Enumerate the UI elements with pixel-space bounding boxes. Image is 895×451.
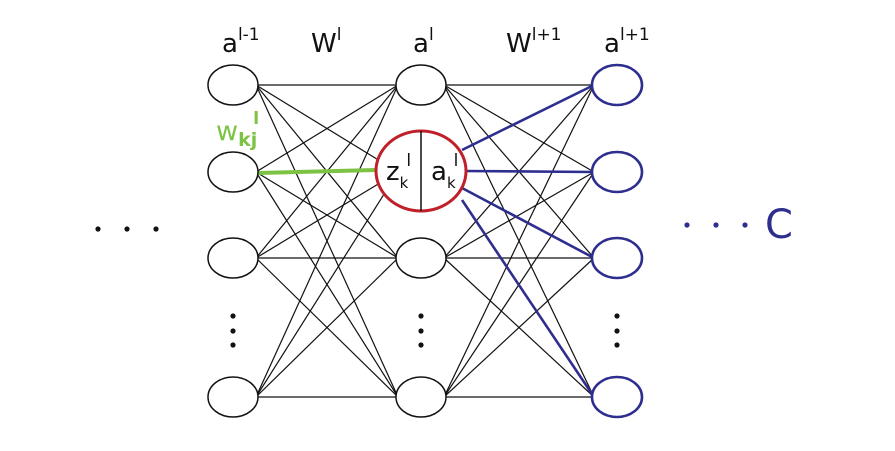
- horizontal-ellipsis-dot-right: [713, 222, 719, 228]
- node-layer: [207, 63, 644, 419]
- label-activation-l: al: [413, 25, 434, 59]
- edge-output-highlighted: [461, 169, 595, 174]
- vertical-ellipsis-dot: [230, 313, 236, 319]
- label-cost: C: [765, 202, 793, 248]
- edge-layer: [255, 83, 596, 398]
- label-weight-l: Wl: [311, 25, 341, 59]
- edge-output-highlighted: [461, 186, 595, 260]
- neuron-prev-layer: [207, 237, 259, 279]
- neuron-next-layer: [590, 375, 644, 419]
- horizontal-ellipsis-dot-right: [742, 222, 748, 228]
- edge-current-to-next: [443, 171, 595, 259]
- neuron-next-layer: [590, 150, 644, 194]
- vertical-ellipsis-dot: [418, 328, 424, 334]
- edge-output-highlighted: [461, 83, 595, 152]
- edge-prev-to-current: [255, 84, 399, 398]
- neuron-current-layer: [395, 237, 447, 279]
- edge-output-highlighted: [460, 199, 596, 398]
- vertical-ellipsis-dot: [230, 328, 236, 334]
- neuron-current-layer: [395, 64, 447, 106]
- edge-weight-highlighted: [257, 168, 377, 175]
- ellipsis-layer: [95, 222, 748, 348]
- horizontal-ellipsis-dot-left: [95, 226, 101, 232]
- vertical-ellipsis-dot: [230, 342, 236, 348]
- neuron-next-layer: [590, 63, 644, 107]
- horizontal-ellipsis-dot-left: [124, 226, 130, 232]
- vertical-ellipsis-dot: [614, 342, 620, 348]
- edge-prev-to-current: [255, 171, 399, 259]
- edge-current-to-next: [443, 84, 595, 173]
- vertical-ellipsis-dot: [418, 342, 424, 348]
- label-a-k: akl: [431, 151, 458, 192]
- edge-prev-to-current: [255, 84, 399, 173]
- vertical-ellipsis-dot: [614, 313, 620, 319]
- horizontal-ellipsis-dot-left: [153, 226, 159, 232]
- edge-current-to-next: [443, 84, 595, 398]
- edge-prev-to-current: [255, 257, 399, 398]
- horizontal-ellipsis-dot-right: [684, 222, 690, 228]
- neuron-prev-layer: [207, 376, 259, 418]
- neuron-prev-layer: [207, 64, 259, 106]
- label-activation-next: al+1: [604, 25, 650, 59]
- neuron-next-layer: [590, 236, 644, 280]
- label-z-k: zkl: [386, 151, 411, 192]
- vertical-ellipsis-dot: [418, 313, 424, 319]
- edge-prev-to-current: [255, 171, 399, 398]
- neuron-prev-layer: [207, 151, 259, 193]
- label-weight-kj: wkjl: [216, 109, 259, 151]
- vertical-ellipsis-dot: [614, 328, 620, 334]
- neuron-current-layer: [395, 376, 447, 418]
- edge-current-to-next: [443, 257, 595, 398]
- label-weight-next: Wl+1: [506, 25, 562, 59]
- label-activation-prev: al-1: [222, 25, 260, 59]
